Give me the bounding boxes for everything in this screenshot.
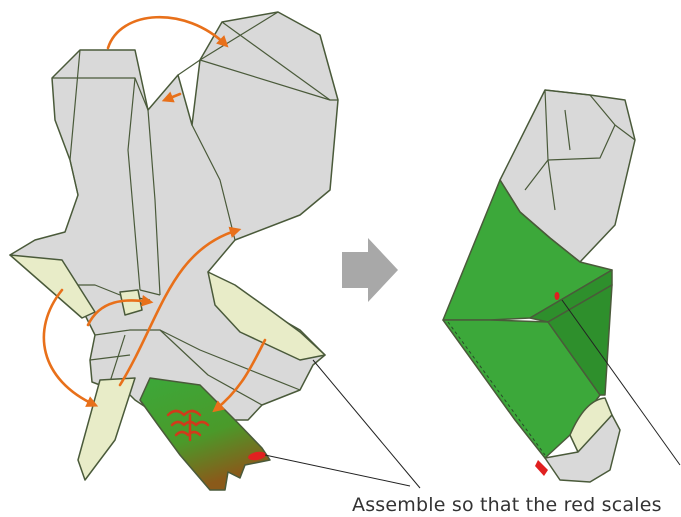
- assembled-fold-lines: [524, 89, 636, 211]
- curved-arrow-icon: [86, 294, 154, 327]
- red-scale-marker-left: [248, 451, 266, 461]
- net-green-part: [139, 377, 271, 491]
- right-arrow-icon: [342, 238, 398, 302]
- net-fold-lines: [52, 11, 338, 406]
- red-scale-pattern: [166, 409, 210, 442]
- curved-arrow-icon: [42, 288, 99, 407]
- leader-lines: [264, 299, 681, 489]
- assembled-piece: [442, 89, 636, 483]
- curved-arrow-icon: [161, 91, 182, 103]
- glue-tab-right: [207, 271, 326, 361]
- instruction-caption: Assemble so that the red scales: [352, 494, 662, 516]
- assembled-gray-tab: [544, 414, 621, 483]
- red-scale-marker-right-upper: [554, 292, 560, 300]
- assembled-green-lower-face: [547, 284, 613, 396]
- leader-line: [312, 359, 421, 489]
- curved-arrow-icon: [212, 338, 267, 413]
- curved-arrow-icon: [118, 226, 242, 387]
- red-scale-marker-right-lower: [535, 460, 548, 476]
- glue-tab-center: [119, 289, 143, 316]
- glue-tab-bottom-left: [77, 377, 136, 481]
- unfolded-net: [9, 11, 339, 491]
- net-main-body: [9, 11, 339, 421]
- leader-line: [561, 299, 681, 466]
- curved-arrow-icon: [106, 15, 229, 50]
- fold-arrows: [42, 15, 267, 413]
- leader-line: [264, 454, 411, 487]
